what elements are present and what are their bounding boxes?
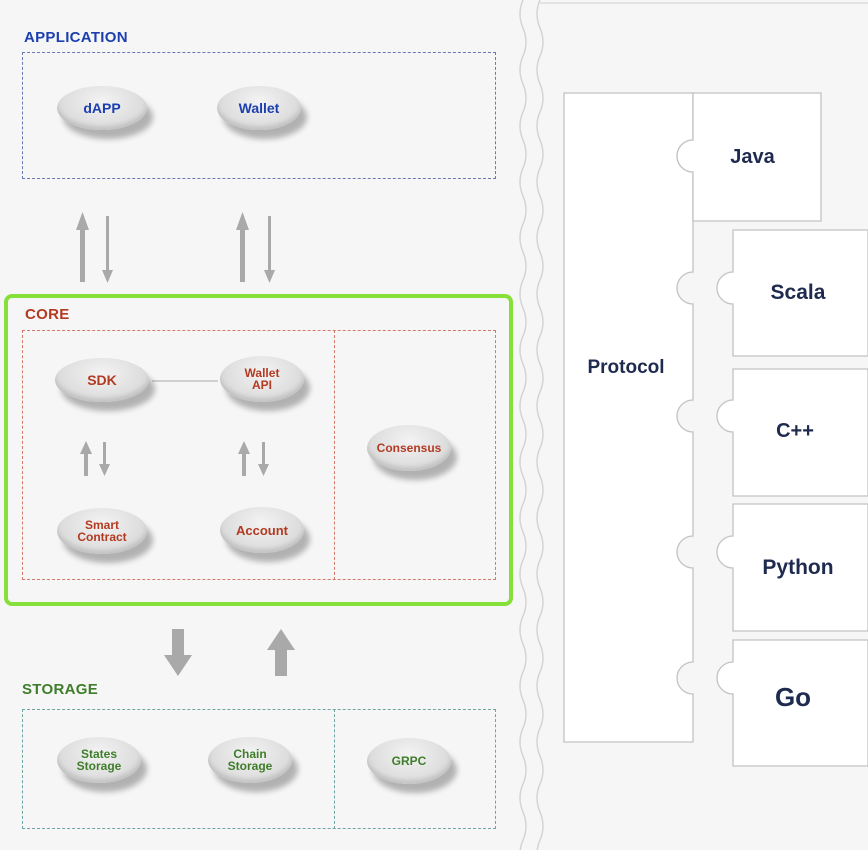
states-storage-label-line2: Storage — [76, 759, 122, 773]
language-cpp: C++ — [776, 420, 814, 442]
go-piece — [716, 639, 868, 767]
wallet-label: Wallet — [238, 100, 280, 116]
wallet-api-node: Wallet API — [220, 356, 304, 402]
wallet-node: Wallet — [217, 86, 301, 130]
sdk-label: SDK — [87, 372, 117, 388]
grpc-node: GRPC — [367, 738, 451, 784]
smart-contract-label-line1: Smart — [84, 518, 119, 532]
scala-piece — [716, 229, 868, 357]
wallet-api-label-line1: Wallet — [244, 366, 280, 380]
python-piece — [716, 503, 868, 632]
cpp-piece — [716, 368, 868, 497]
core-highlight-frame — [4, 294, 513, 606]
sdk-node: SDK — [55, 358, 149, 402]
core-divider — [334, 330, 335, 580]
storage-divider — [334, 709, 335, 829]
language-scala: Scala — [770, 281, 826, 304]
application-title: APPLICATION — [24, 29, 128, 46]
account-node: Account — [220, 507, 304, 553]
grpc-label: GRPC — [391, 754, 427, 768]
smart-contract-node: Smart Contract — [57, 508, 147, 554]
app-core-arrows — [76, 212, 295, 676]
chain-storage-node: Chain Storage — [208, 737, 292, 783]
consensus-node: Consensus — [367, 425, 451, 471]
core-title: CORE — [25, 306, 70, 323]
dapp-node: dAPP — [57, 86, 147, 130]
dapp-label: dAPP — [83, 100, 121, 116]
language-python: Python — [762, 556, 834, 579]
storage-box — [22, 709, 496, 829]
states-storage-label-line1: States — [80, 747, 118, 761]
wallet-api-label-line2: API — [251, 378, 272, 392]
protocol-label: Protocol — [587, 357, 665, 378]
storage-title: STORAGE — [22, 681, 99, 698]
protocol-piece — [563, 92, 694, 743]
smart-contract-label-line2: Contract — [77, 530, 127, 544]
chain-storage-label-line2: Storage — [227, 759, 273, 773]
language-go: Go — [774, 682, 812, 712]
java-piece — [676, 92, 822, 222]
chain-storage-label-line1: Chain — [233, 747, 267, 761]
language-java: Java — [730, 146, 775, 168]
states-storage-node: States Storage — [57, 737, 141, 783]
consensus-label: Consensus — [376, 441, 442, 455]
core-box — [22, 330, 496, 580]
account-label: Account — [236, 522, 288, 538]
application-box — [22, 52, 496, 179]
